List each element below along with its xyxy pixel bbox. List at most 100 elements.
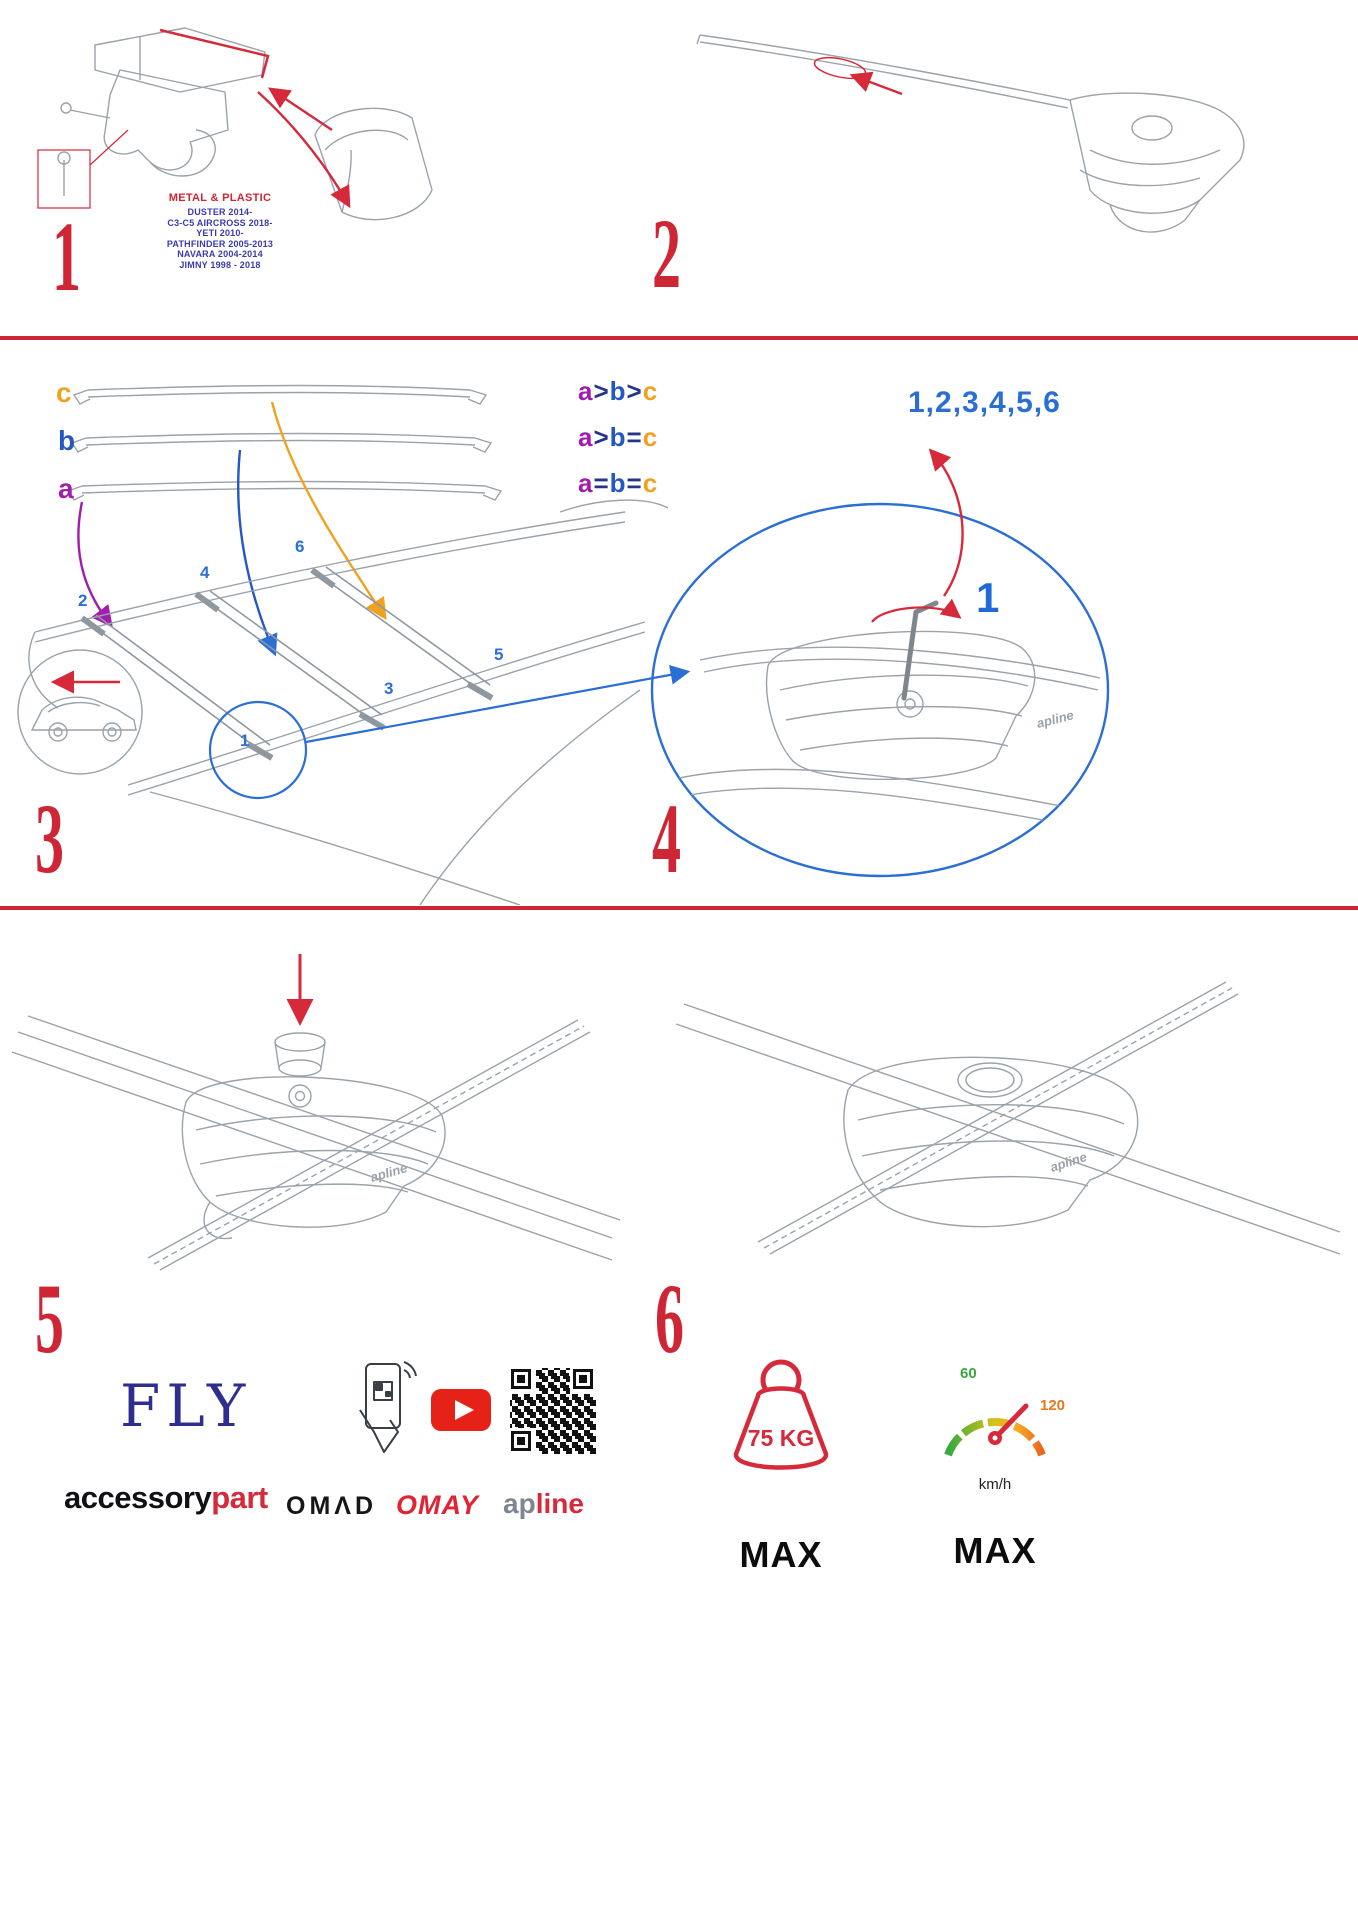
step1-clamp-drawing bbox=[37, 27, 433, 221]
roof-position-1: 1 bbox=[240, 731, 249, 750]
brand-part: part bbox=[211, 1480, 268, 1515]
roof-position-5: 5 bbox=[494, 645, 503, 664]
step-numeral-1: 1 bbox=[52, 201, 81, 312]
formula-a: a bbox=[578, 422, 594, 452]
model-logo-fly: FLY bbox=[120, 1372, 252, 1440]
roof-position-4: 4 bbox=[200, 563, 210, 582]
roof-position-3: 3 bbox=[384, 679, 393, 698]
brand-ap: ap bbox=[503, 1488, 536, 1519]
brand-accessory: accessory bbox=[64, 1480, 212, 1515]
speedometer-needle bbox=[992, 1403, 1029, 1441]
material-note: METAL & PLASTIC bbox=[168, 192, 272, 204]
bar-label-a: a bbox=[58, 473, 74, 504]
weight-max-label: MAX bbox=[739, 1534, 823, 1575]
formula-b: b bbox=[609, 422, 627, 452]
speedometer-icon: 60 120 bbox=[944, 1365, 1065, 1457]
speed-120-label: 120 bbox=[1040, 1397, 1065, 1414]
magnifier-circle bbox=[650, 502, 1110, 878]
foot-detail-wireframe: apline bbox=[664, 598, 1108, 833]
formula-op: = bbox=[626, 468, 643, 498]
weight-value: 75 KG bbox=[748, 1425, 814, 1451]
mounted-crossbars bbox=[80, 566, 494, 761]
callout-1: 1 bbox=[976, 574, 999, 621]
roof-position-2: 2 bbox=[78, 591, 87, 610]
step1-red-callouts bbox=[37, 28, 351, 209]
step6-section: apline 6 bbox=[640, 920, 1358, 1380]
crossbar-wireframe bbox=[696, 34, 1245, 233]
foot-wireframe bbox=[843, 1056, 1139, 1228]
step-numeral-6: 6 bbox=[655, 1263, 684, 1374]
step5-cover-drawing: apline bbox=[11, 954, 621, 1271]
vehicle-item: DUSTER 2014- bbox=[187, 207, 253, 217]
step-numeral-3: 3 bbox=[35, 783, 64, 894]
step4-section: apline 1 1,2,3,4,5,6 4 bbox=[640, 360, 1358, 905]
clamp-foot-wireframe bbox=[57, 27, 266, 196]
foot-logo-text: apline bbox=[1048, 1149, 1088, 1175]
sequence-arrow bbox=[928, 448, 964, 597]
accessorypart-logo: accessorypart bbox=[64, 1480, 268, 1516]
bar-position-connectors bbox=[77, 401, 387, 657]
bar-c-wireframe bbox=[72, 384, 488, 405]
vehicle-item: PATHFINDER 2005-2013 bbox=[166, 238, 274, 249]
step-numeral-2: 2 bbox=[652, 198, 681, 309]
rail-and-bar-wireframe bbox=[11, 1015, 621, 1271]
step-numeral-4: 4 bbox=[652, 783, 681, 894]
omay-logo: OMAY bbox=[396, 1490, 479, 1520]
car-roof-wireframe bbox=[28, 499, 669, 905]
formula-op: > bbox=[626, 376, 643, 406]
apline-logo: apline bbox=[503, 1488, 584, 1520]
weight-limit-icon: 75 KG bbox=[733, 1359, 829, 1470]
formula-row: a>b=c bbox=[578, 424, 658, 450]
vehicle-item: NAVARA 2004-2014 bbox=[177, 249, 263, 259]
brand-line: line bbox=[535, 1488, 584, 1519]
step6-assembled-drawing: apline bbox=[675, 981, 1341, 1255]
qr-code bbox=[506, 1364, 600, 1458]
bar-a-wireframe bbox=[66, 480, 503, 501]
car-inset bbox=[17, 649, 143, 775]
formula-a: a bbox=[578, 468, 594, 498]
formula-b: b bbox=[609, 468, 627, 498]
formula-c: c bbox=[642, 422, 659, 452]
rail-and-bar-wireframe bbox=[675, 981, 1341, 1255]
step2-section: 2 bbox=[640, 0, 1358, 309]
formula-op: > bbox=[593, 422, 610, 452]
formula-c: c bbox=[642, 376, 659, 406]
foot-logo-text: apline bbox=[1035, 707, 1075, 731]
detail-circle bbox=[208, 700, 308, 800]
phone-scan-icon bbox=[359, 1361, 417, 1453]
footer: FLY accessorypart OMΛD OMAY bbox=[0, 1350, 1358, 1920]
formula-a: a bbox=[578, 376, 594, 406]
speed-60-label: 60 bbox=[960, 1365, 977, 1382]
roof-position-6: 6 bbox=[295, 537, 304, 556]
foot-wireframe bbox=[181, 1032, 446, 1240]
vehicle-item: C3-C5 AIRCROSS 2018- bbox=[167, 217, 273, 228]
speed-unit-label: km/h bbox=[978, 1476, 1012, 1493]
section-divider bbox=[0, 336, 1358, 340]
step-numeral-5: 5 bbox=[35, 1263, 64, 1374]
rotate-arrow bbox=[871, 598, 962, 623]
bar-label-c: c bbox=[56, 377, 72, 408]
step5-section: apline 5 bbox=[0, 920, 640, 1380]
vehicle-item: YETI 2010- bbox=[196, 228, 244, 238]
omad-logo: OMΛD bbox=[286, 1492, 377, 1520]
vehicle-item: JIMNY 1998 - 2018 bbox=[179, 259, 261, 270]
formula-row: a=b=c bbox=[578, 470, 658, 496]
step2-bar-end-drawing bbox=[696, 34, 1245, 233]
formula-op: = bbox=[593, 468, 610, 498]
qr-finder-patterns bbox=[508, 1366, 598, 1456]
section-divider bbox=[0, 906, 1358, 910]
bar-b-wireframe bbox=[70, 432, 493, 453]
formula-op: > bbox=[593, 376, 610, 406]
step2-red-callouts bbox=[813, 56, 903, 96]
formula-op: = bbox=[626, 422, 643, 452]
length-formulas: a>b>c a>b=c a=b=c bbox=[578, 378, 658, 516]
tighten-sequence-label: 1,2,3,4,5,6 bbox=[908, 386, 1061, 419]
step4-detail-drawing: apline 1 bbox=[650, 448, 1110, 878]
speed-max-label: MAX bbox=[953, 1530, 1037, 1571]
formula-row: a>b>c bbox=[578, 378, 658, 404]
detail-arrow bbox=[305, 665, 691, 744]
formula-b: b bbox=[609, 376, 627, 406]
step3-section: c b a bbox=[0, 360, 700, 905]
youtube-icon bbox=[431, 1389, 491, 1431]
